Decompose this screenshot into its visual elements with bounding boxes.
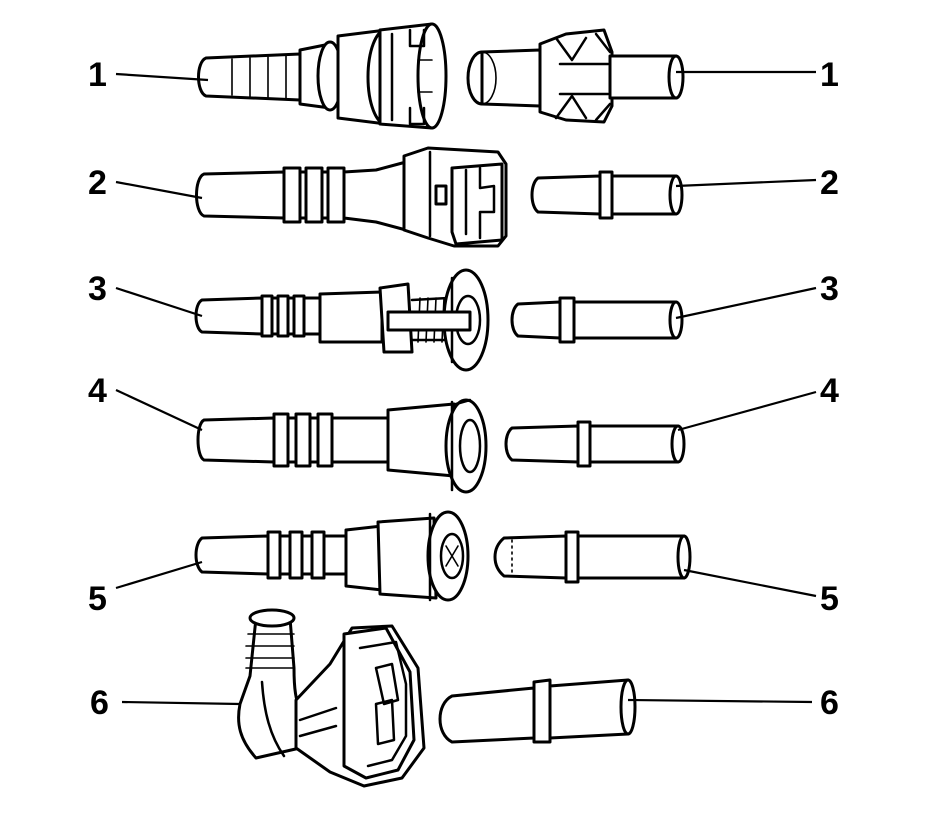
leader-3-right [675, 286, 817, 320]
callout-6-right: 6 [820, 684, 839, 722]
leader-4-left [115, 389, 203, 431]
callout-numbers: 1 1 2 2 3 3 4 4 5 5 6 6 [88, 56, 839, 722]
connector-1-female [197, 22, 448, 130]
callout-2-right: 2 [820, 164, 839, 202]
leader-6-right [627, 698, 813, 704]
leader-lines [115, 70, 817, 706]
leader-3-left [115, 286, 203, 318]
leader-2-right [675, 178, 817, 188]
callout-6-left: 6 [90, 684, 109, 722]
connector-4-male [504, 420, 686, 468]
connector-2-male [530, 170, 684, 220]
connector-6-female [237, 608, 426, 788]
connector-3-female [194, 268, 490, 372]
callout-5-right: 5 [820, 580, 839, 618]
callout-4-right: 4 [820, 372, 839, 410]
leader-5-right [683, 568, 817, 598]
callout-4-left: 4 [88, 372, 107, 410]
callout-2-left: 2 [88, 164, 107, 202]
leader-5-left [115, 560, 203, 590]
leader-1-left [115, 72, 209, 82]
callout-1-right: 1 [820, 56, 839, 94]
connector-4-female [196, 398, 488, 494]
callout-3-right: 3 [820, 270, 839, 308]
connector-3-male [510, 296, 684, 344]
connector-1-male [466, 28, 685, 124]
connector-5-male [493, 530, 692, 584]
connector-2-female [195, 146, 508, 248]
connector-5-female [194, 510, 470, 602]
leader-4-right [677, 390, 817, 432]
callout-3-left: 3 [88, 270, 107, 308]
callout-5-left: 5 [88, 580, 107, 618]
connector-6-male [438, 678, 637, 744]
callout-1-left: 1 [88, 56, 107, 94]
leader-6-left [121, 700, 241, 706]
leader-2-left [115, 180, 203, 200]
